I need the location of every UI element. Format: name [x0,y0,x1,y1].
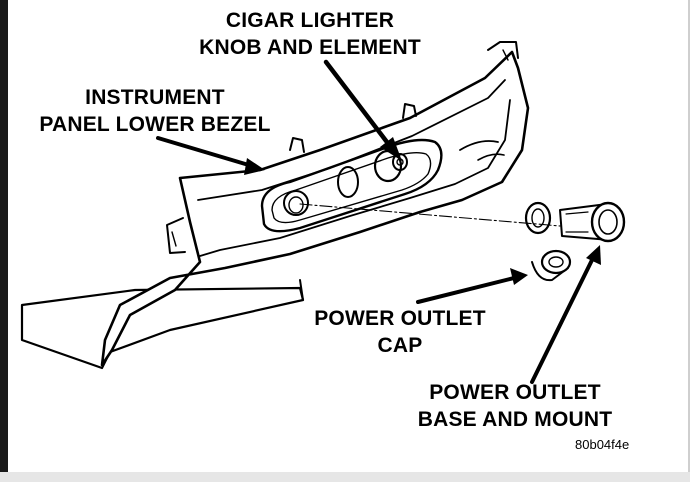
mounting-tab-mid [289,137,305,153]
callout-outlet-base: POWER OUTLET BASE AND MOUNT [390,379,640,433]
arrowhead-lower-bezel [244,158,265,175]
outlet-ring [524,201,552,235]
mounting-tab-left [166,217,186,254]
callout-lower-bezel: INSTRUMENT PANEL LOWER BEZEL [10,84,300,138]
callout-outlet-cap-line2: CAP [377,334,423,357]
right-border [688,0,690,482]
mounting-tab-right [402,103,417,119]
arrowhead-cigar-lighter [380,137,402,161]
callout-cigar-lighter-line2: KNOB AND ELEMENT [199,36,421,59]
callout-outlet-base-line1: POWER OUTLET [429,381,601,404]
callout-lower-bezel-line1: INSTRUMENT [85,86,225,109]
bottom-strip [0,472,690,482]
callout-outlet-cap-line1: POWER OUTLET [314,307,486,330]
lower-trim-panel [20,286,305,370]
leader-cigar-lighter [323,59,396,153]
arrowhead-outlet-cap [510,268,528,285]
mounting-tab-top [487,41,519,59]
power-outlet-opening [283,190,309,216]
callout-outlet-cap: POWER OUTLET CAP [290,305,510,359]
callout-outlet-base-line2: BASE AND MOUNT [417,408,613,431]
outlet-cap [531,261,569,282]
callout-cigar-lighter: CIGAR LIGHTER KNOB AND ELEMENT [160,7,460,61]
blank-opening [337,166,359,198]
leader-outlet-cap [416,276,516,304]
arrowhead-outlet-base [586,245,601,265]
alignment-line [299,203,561,227]
callout-cigar-lighter-line1: CIGAR LIGHTER [225,9,395,32]
callout-lower-bezel-line2: PANEL LOWER BEZEL [39,113,271,136]
cigar-lighter-knob [392,153,408,171]
switch-pocket [260,138,443,233]
figure-code: 80b04f4e [575,437,630,452]
leader-lower-bezel [156,136,254,168]
left-border [0,0,8,482]
leader-outlet-base [530,256,595,384]
